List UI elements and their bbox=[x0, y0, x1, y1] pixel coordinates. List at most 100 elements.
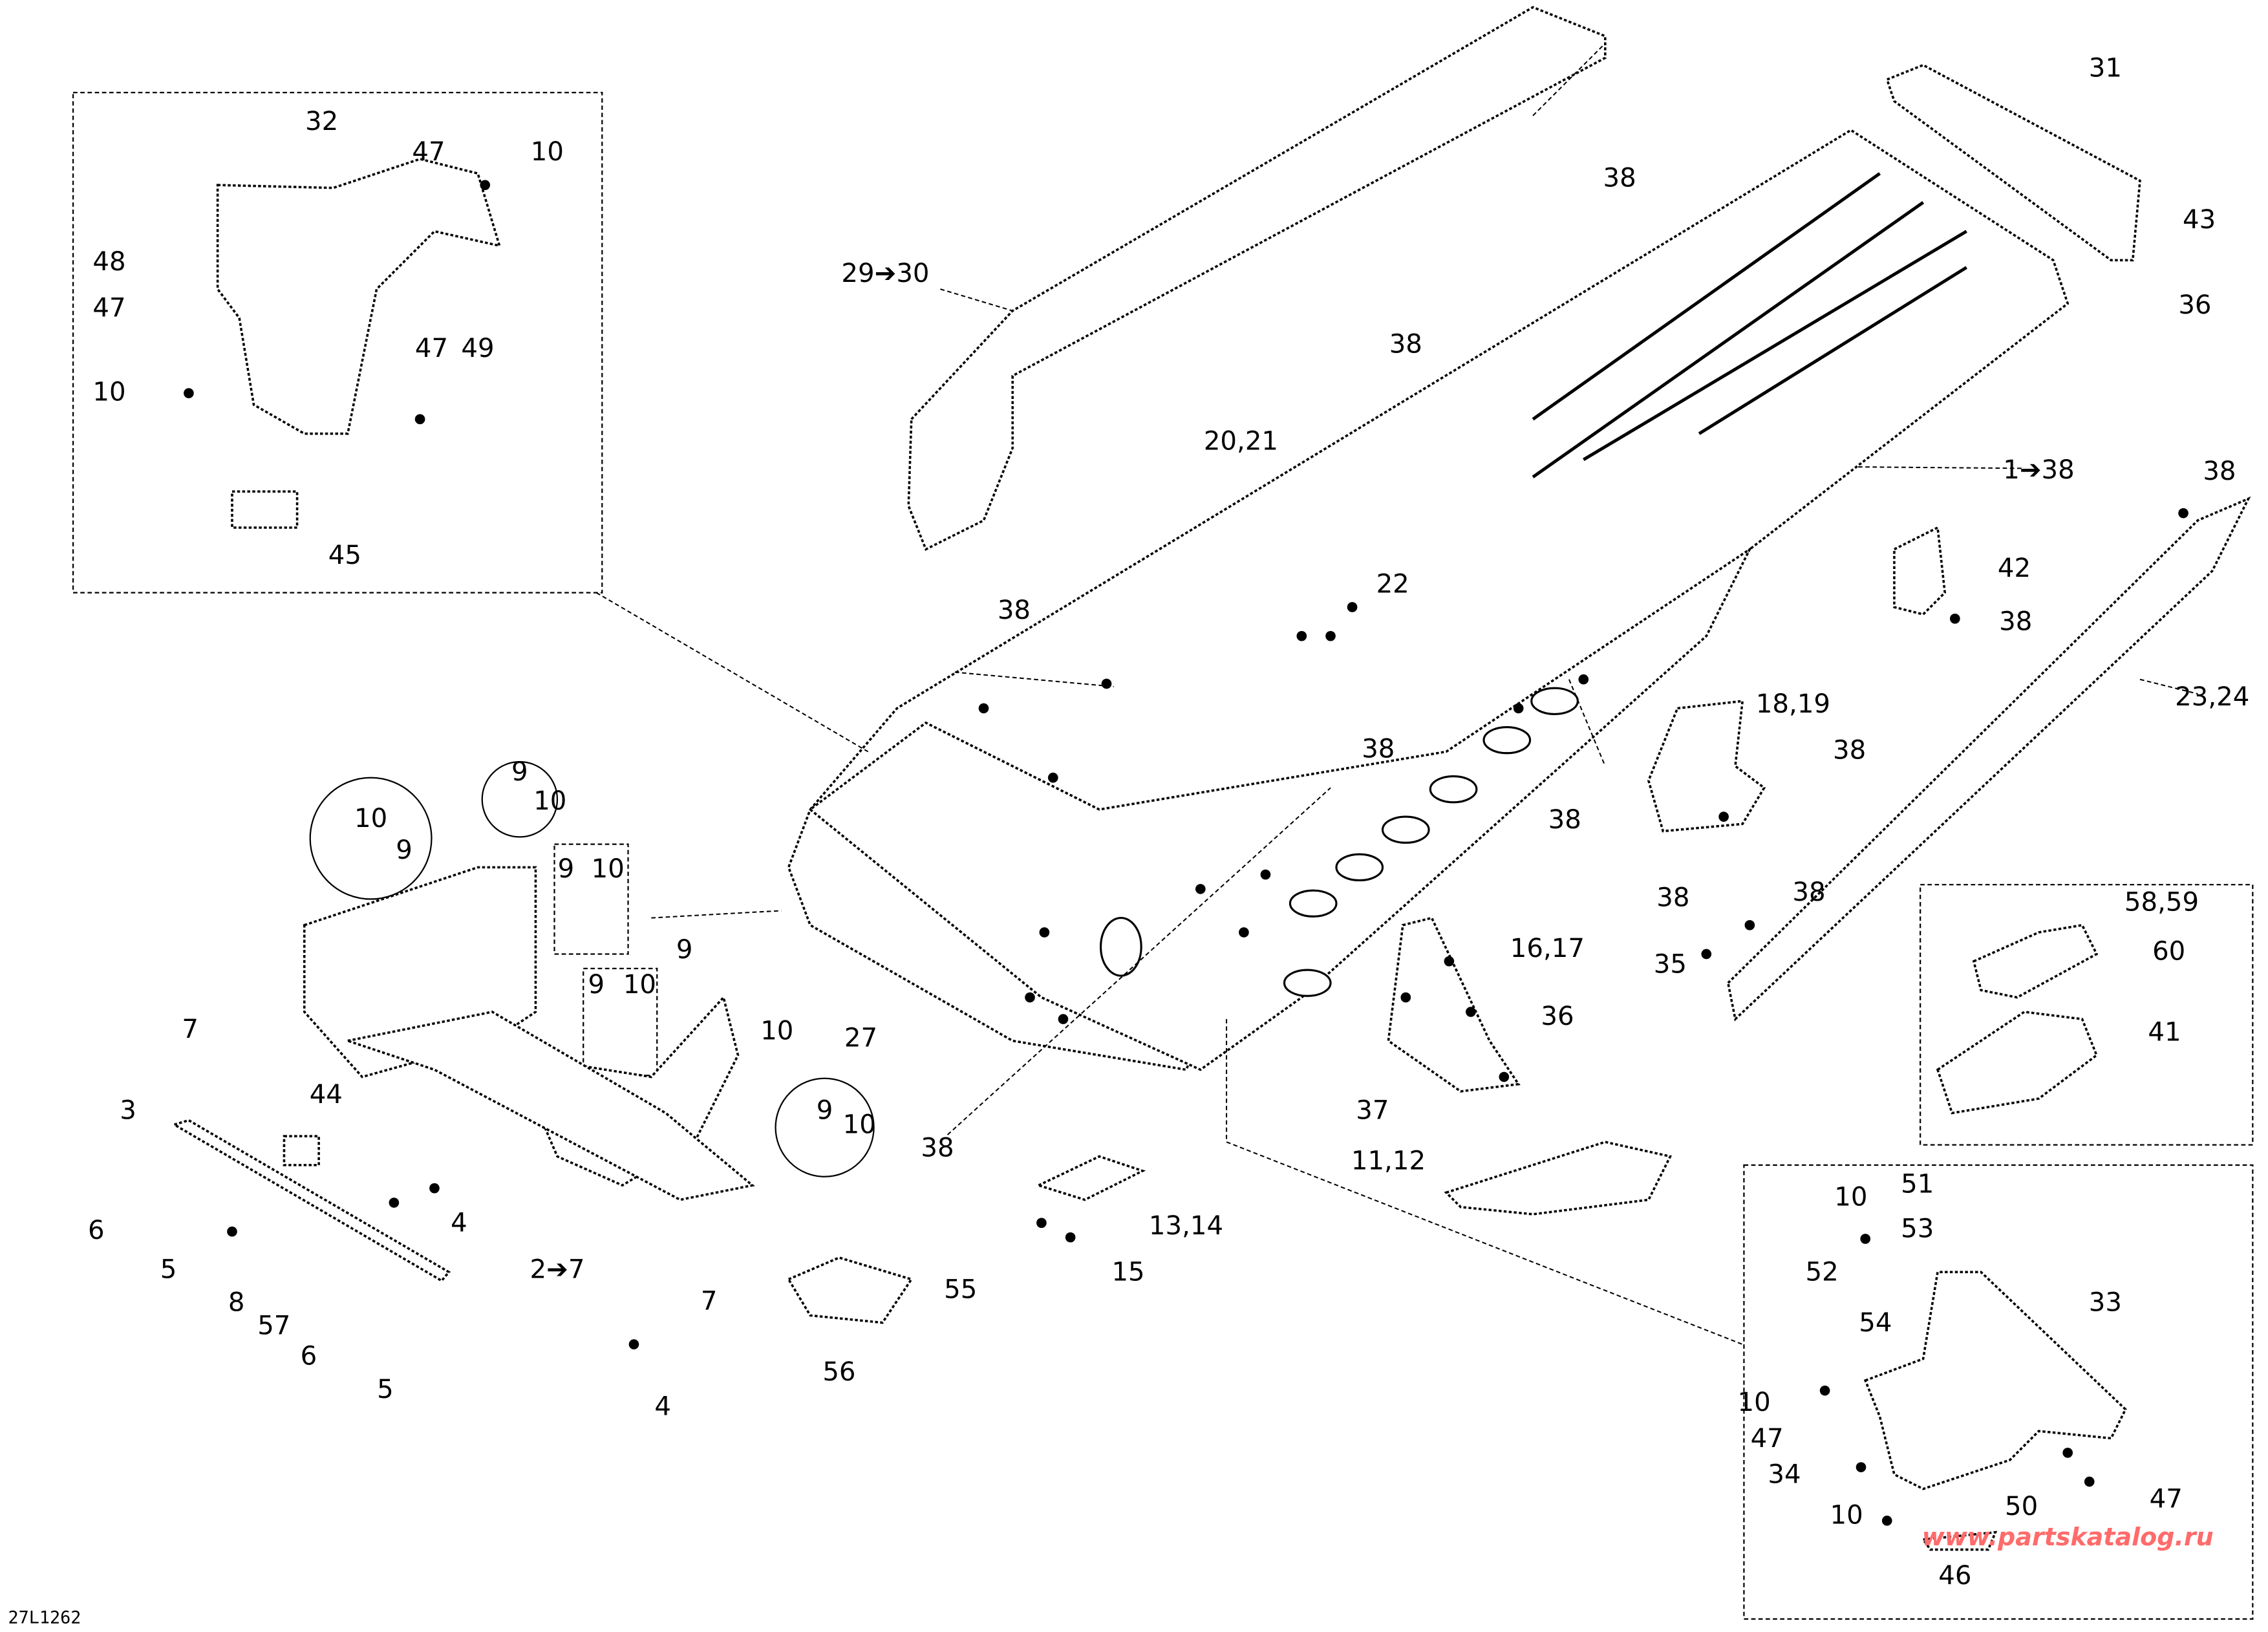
callout-44: 44 bbox=[310, 1080, 343, 1110]
callout-38: 38 bbox=[1362, 734, 1395, 764]
bolt-icon bbox=[1039, 927, 1050, 938]
tunnel-cover bbox=[907, 6, 1607, 551]
callout-49: 49 bbox=[461, 334, 494, 363]
guard-41 bbox=[1936, 1011, 2099, 1115]
bottom-pan bbox=[343, 1011, 755, 1201]
callout-29-30: 29➔30 bbox=[841, 259, 929, 288]
bolt-icon bbox=[1058, 1014, 1069, 1024]
tunnel-holes bbox=[1100, 687, 1579, 997]
bolt-icon bbox=[1444, 956, 1455, 967]
callout-4: 4 bbox=[654, 1392, 671, 1422]
bolt-icon bbox=[1513, 703, 1524, 714]
bolt-icon bbox=[184, 388, 194, 398]
bolt-icon bbox=[1466, 1007, 1476, 1017]
callout-47: 47 bbox=[92, 294, 125, 323]
callout-20-21: 20,21 bbox=[1204, 426, 1278, 456]
callout-38: 38 bbox=[1603, 163, 1636, 193]
bolt-icon bbox=[628, 1339, 639, 1349]
callout-38: 38 bbox=[1389, 329, 1422, 359]
bolt-icon bbox=[1239, 927, 1249, 938]
bolt-icon bbox=[2178, 508, 2188, 519]
running-board bbox=[1726, 496, 2251, 1022]
rear-bumper bbox=[1885, 63, 2141, 262]
bolt-icon bbox=[1499, 1071, 1510, 1082]
callout-57: 57 bbox=[257, 1311, 290, 1340]
callout-47: 47 bbox=[2150, 1485, 2183, 1514]
callout-5: 5 bbox=[160, 1254, 177, 1284]
bolt-icon bbox=[1856, 1462, 1867, 1472]
callout-38: 38 bbox=[998, 596, 1031, 625]
callout-56: 56 bbox=[822, 1357, 855, 1387]
callout-10: 10 bbox=[531, 137, 564, 167]
callout-50: 50 bbox=[2005, 1492, 2038, 1521]
callout-13-14: 13,14 bbox=[1149, 1211, 1223, 1241]
callout-16-17: 16,17 bbox=[1510, 934, 1585, 963]
callout-22: 22 bbox=[1376, 570, 1409, 599]
plate-44 bbox=[283, 1135, 320, 1166]
bolt-icon bbox=[1860, 1234, 1871, 1244]
callout-51: 51 bbox=[1901, 1169, 1934, 1199]
callout-10: 10 bbox=[1737, 1388, 1770, 1417]
bracket-32 bbox=[216, 158, 502, 435]
callout-55: 55 bbox=[944, 1275, 977, 1305]
callout-36: 36 bbox=[2178, 290, 2211, 320]
callout-10: 10 bbox=[92, 377, 125, 407]
bolt-icon bbox=[1025, 992, 1035, 1003]
callout-42: 42 bbox=[1998, 553, 2031, 583]
diagram-code: 27L1262 bbox=[8, 1608, 81, 1628]
callout-31: 31 bbox=[2089, 53, 2122, 83]
bolt-icon bbox=[1950, 614, 1960, 624]
bolt-icon bbox=[414, 414, 425, 425]
callout-10: 10 bbox=[1830, 1500, 1863, 1530]
callout-9: 9 bbox=[676, 935, 693, 965]
callout-6: 6 bbox=[301, 1341, 317, 1371]
tunnel-ribs bbox=[1532, 172, 1968, 478]
callout-10: 10 bbox=[354, 804, 387, 833]
callout-32: 32 bbox=[305, 107, 338, 136]
callout-35: 35 bbox=[1654, 950, 1687, 980]
bolt-icon bbox=[1701, 949, 1712, 960]
bolt-icon bbox=[1578, 674, 1589, 685]
plate-13-14 bbox=[1035, 1155, 1146, 1201]
callout-18-19: 18,19 bbox=[1756, 689, 1830, 719]
callout-2-7: 2➔7 bbox=[530, 1254, 585, 1284]
callout-47: 47 bbox=[412, 137, 445, 167]
callout-47: 47 bbox=[1751, 1424, 1784, 1454]
fasteners bbox=[184, 180, 2188, 1526]
bolt-icon bbox=[2062, 1447, 2073, 1458]
bolt-group-circle bbox=[481, 761, 559, 838]
callout-11-12: 11,12 bbox=[1351, 1146, 1426, 1176]
callout-38: 38 bbox=[1656, 883, 1689, 913]
callout-5: 5 bbox=[377, 1375, 394, 1404]
callout-10: 10 bbox=[623, 970, 656, 1000]
detail-box-bolts-a bbox=[553, 843, 629, 955]
bolt-icon bbox=[429, 1183, 440, 1194]
callout-38: 38 bbox=[2203, 456, 2236, 486]
callout-10: 10 bbox=[592, 854, 625, 884]
callout-23-24: 23,24 bbox=[2175, 682, 2249, 712]
detail-box-front-bracket bbox=[72, 91, 603, 594]
bolt-icon bbox=[1260, 869, 1271, 880]
callout-58-59: 58,59 bbox=[2124, 887, 2199, 917]
bolt-icon bbox=[1065, 1232, 1076, 1243]
bracket-18-19 bbox=[1647, 700, 1766, 833]
callout-4: 4 bbox=[451, 1208, 467, 1238]
bracket-16-17 bbox=[1387, 916, 1521, 1093]
callout-9: 9 bbox=[396, 835, 412, 865]
bolt-icon bbox=[1325, 630, 1336, 641]
bolt-icon bbox=[1047, 772, 1058, 783]
bolt-icon bbox=[1400, 992, 1411, 1003]
callout-7: 7 bbox=[701, 1286, 718, 1316]
bolt-icon bbox=[2084, 1476, 2095, 1487]
callout-38: 38 bbox=[1548, 805, 1581, 835]
bolt-icon bbox=[1881, 1516, 1892, 1526]
callout-33: 33 bbox=[2089, 1288, 2122, 1318]
plate-46 bbox=[1921, 1530, 1998, 1551]
callout-6: 6 bbox=[88, 1216, 105, 1245]
callout-48: 48 bbox=[92, 247, 125, 277]
guard-58-59 bbox=[1972, 923, 2099, 999]
callout-45: 45 bbox=[328, 541, 361, 570]
callout-9: 9 bbox=[588, 970, 605, 1000]
